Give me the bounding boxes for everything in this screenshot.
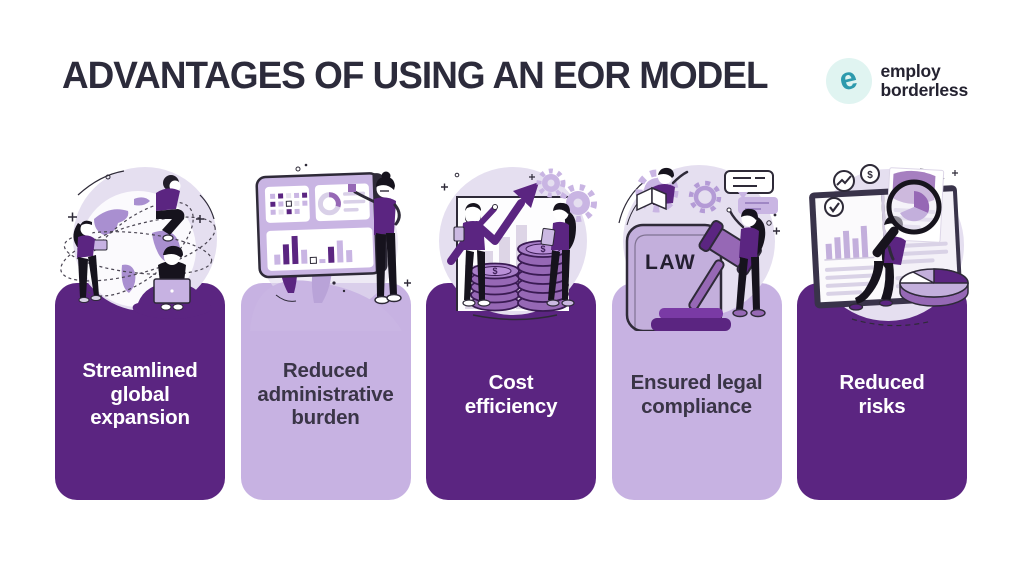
card-label-line: expansion xyxy=(90,406,190,430)
card-label-line: Reduced xyxy=(282,358,369,382)
card-label: Streamlined global expansion xyxy=(55,283,225,500)
logo-wordmark: employ borderless xyxy=(880,60,969,101)
card-label-line: Cost xyxy=(488,370,534,394)
employ-borderless-logo: e employ borderless xyxy=(825,58,969,104)
card-cost-efficiency: $ $ xyxy=(426,167,597,500)
card-label: Reduced administrative burden xyxy=(241,283,411,500)
dashboard-presenter-illustration xyxy=(236,161,416,331)
magnifier-analysis-illustration: $ xyxy=(792,161,972,331)
card-label-line: administrative xyxy=(257,382,394,406)
svg-text:$: $ xyxy=(540,244,545,254)
coins-growth-chart-illustration: $ $ xyxy=(421,161,601,331)
page-title: ADVANTAGES OF USING AN EOR MODEL xyxy=(62,55,768,97)
card-streamlined-global-expansion: Streamlined global expansion xyxy=(55,167,225,500)
card-label-line: Ensured legal xyxy=(630,370,763,394)
logo-line1: employ xyxy=(880,60,941,81)
card-label: Reduced risks xyxy=(797,283,967,500)
card-label-line: global xyxy=(110,382,170,406)
card-label: Cost efficiency xyxy=(426,283,596,500)
logo-e-icon: e xyxy=(825,58,872,104)
card-reduced-risks: $ xyxy=(797,164,969,500)
svg-text:$: $ xyxy=(492,266,497,276)
header: ADVANTAGES OF USING AN EOR MODEL e emplo… xyxy=(62,55,969,104)
card-label-line: efficiency xyxy=(464,394,558,418)
logo-line2: borderless xyxy=(880,80,969,100)
card-label: Ensured legal compliance xyxy=(612,283,782,500)
card-label-line: Reduced xyxy=(839,370,925,394)
svg-text:$: $ xyxy=(867,170,873,181)
law-gavel-illustration: LAW xyxy=(607,161,787,331)
svg-text:LAW: LAW xyxy=(645,251,696,274)
advantage-cards-row: Streamlined global expansion xyxy=(55,163,969,500)
card-ensured-legal-compliance: LAW xyxy=(611,165,782,500)
card-label-line: Streamlined xyxy=(82,358,198,382)
card-label-line: compliance xyxy=(641,394,752,418)
card-label-line: risks xyxy=(858,394,906,418)
card-reduced-administrative-burden: Reduced administrative burden xyxy=(240,163,411,500)
globe-people-illustration xyxy=(50,161,230,331)
card-label-line: burden xyxy=(291,406,360,430)
